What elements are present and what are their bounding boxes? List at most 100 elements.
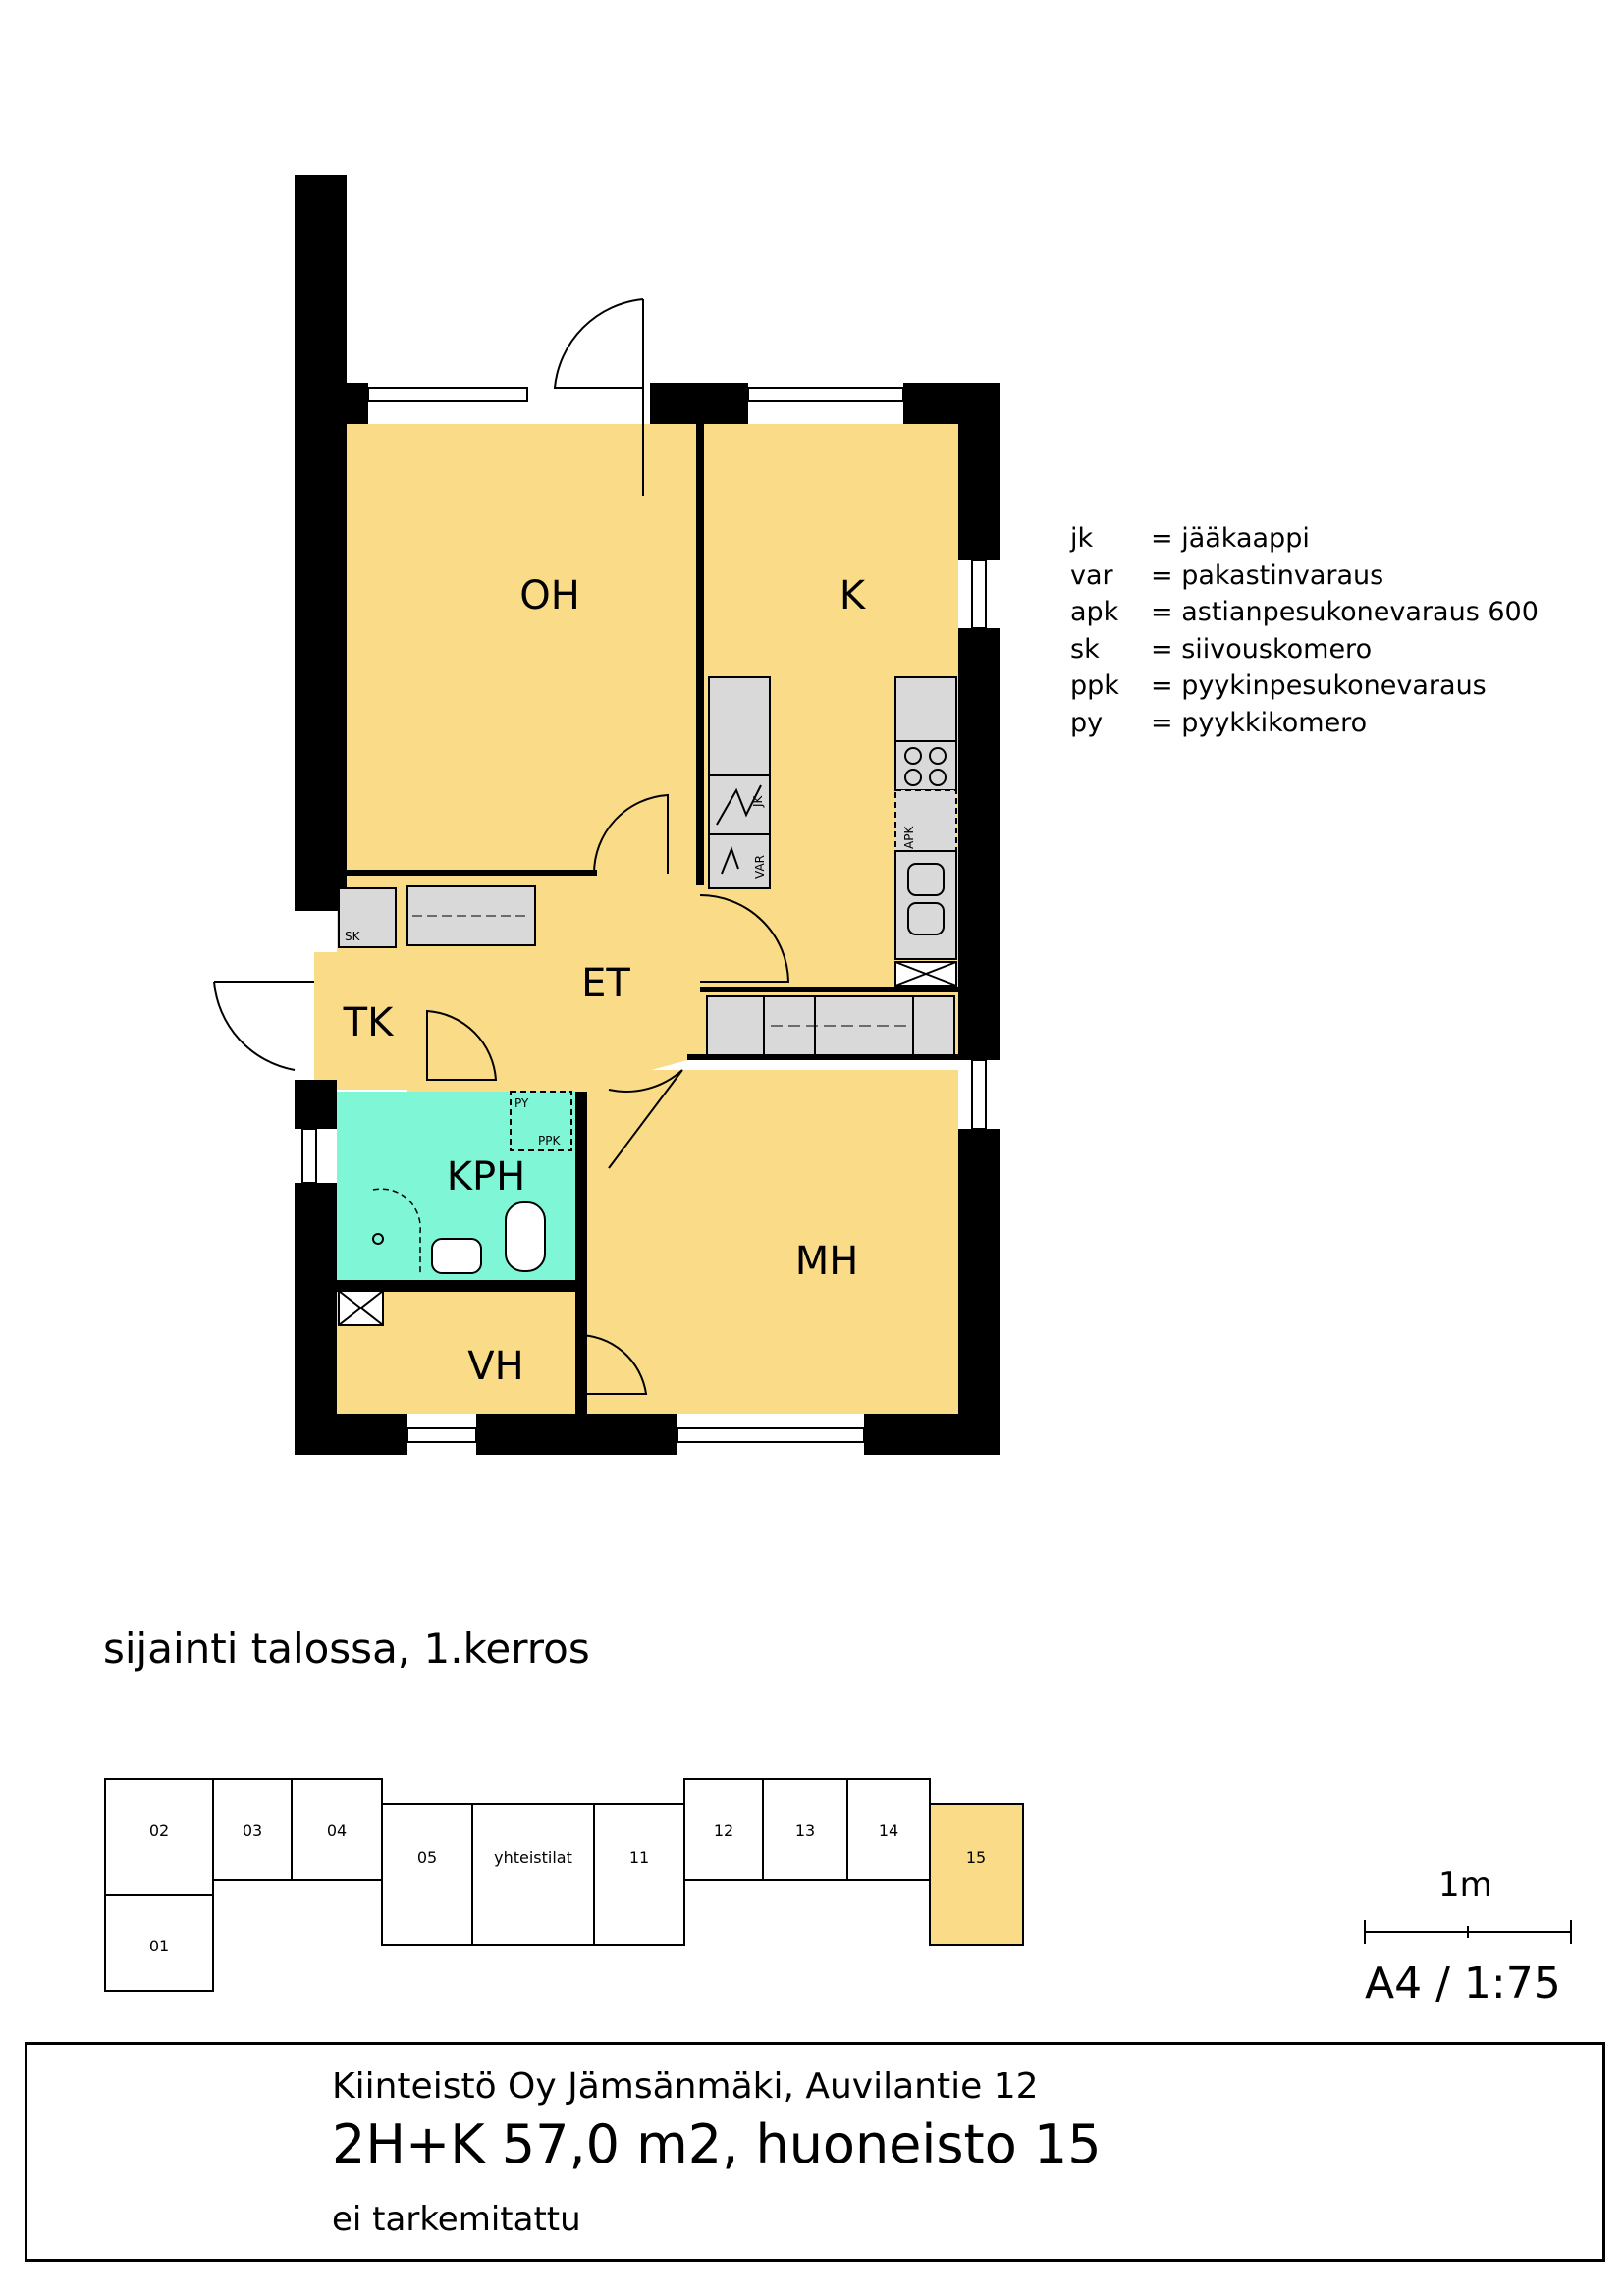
apartment-info: 2H+K 57,0 m2, huoneisto 15 — [332, 2113, 1102, 2175]
window-mh-east — [971, 1059, 987, 1130]
room-label-et: ET — [581, 961, 630, 1006]
fixture-stove — [894, 740, 957, 791]
window-mh-south — [677, 1427, 865, 1443]
unit-05[interactable] — [381, 1803, 473, 1946]
unit-01[interactable] — [104, 1894, 214, 1992]
legend-abbr: apk — [1070, 597, 1119, 627]
walls — [295, 175, 1000, 1455]
unit-label-yhteistilat: yhteistilat — [494, 1848, 572, 1867]
door-k-et[interactable] — [699, 894, 790, 983]
legend-row: apk = astianpesukonevaraus 600 — [1070, 594, 1539, 631]
door-vh[interactable] — [576, 1333, 648, 1395]
property-name: Kiinteistö Oy Jämsänmäki, Auvilantie 12 — [332, 2066, 1039, 2107]
fixtures: SK JK VAR APK PY PPK — [338, 676, 957, 1326]
room-tk-floor[interactable] — [314, 952, 403, 1085]
legend-abbr: jk — [1070, 523, 1094, 554]
unit-14[interactable] — [846, 1778, 931, 1881]
fixture-jk — [708, 774, 771, 835]
door-mh-et[interactable] — [608, 1069, 683, 1169]
wall-kph-east — [575, 1092, 587, 1414]
room-label-oh: OH — [519, 573, 580, 618]
fixture-py — [510, 1091, 572, 1151]
wall-mh-north — [687, 1054, 958, 1060]
wall-south-mid — [476, 1414, 677, 1455]
legend-definition: = astianpesukonevaraus 600 — [1151, 597, 1539, 627]
unit-label-15: 15 — [966, 1848, 986, 1867]
wall-kph-south — [337, 1280, 575, 1292]
window-k-east — [971, 559, 987, 629]
unit-12[interactable] — [683, 1778, 764, 1881]
legend-row: ppk = pyykinpesukonevaraus — [1070, 667, 1539, 705]
unit-label-14: 14 — [879, 1821, 898, 1840]
legend-row: jk = jääkaappi — [1070, 520, 1539, 558]
title-block: Kiinteistö Oy Jämsänmäki, Auvilantie 12 … — [25, 2042, 1605, 2262]
legend-definition: = pakastinvaraus — [1151, 560, 1384, 591]
room-labels: OH K ET TK KPH MH VH — [343, 573, 867, 1389]
unit-label-12: 12 — [714, 1821, 733, 1840]
door-kph[interactable] — [426, 1009, 498, 1081]
unit-label-11: 11 — [629, 1848, 649, 1867]
room-label-vh: VH — [467, 1344, 523, 1389]
fixture-sk — [338, 887, 397, 948]
legend-definition: = siivouskomero — [1151, 633, 1373, 665]
window-k — [747, 387, 904, 402]
unit-13[interactable] — [762, 1778, 848, 1881]
location-map — [104, 1778, 1024, 1992]
door-entrance-oh[interactable] — [553, 298, 644, 496]
legend-abbr: py — [1070, 707, 1104, 738]
legend-row: sk = siivouskomero — [1070, 631, 1539, 668]
fixture-label-var: VAR — [753, 855, 767, 879]
fixture-label-sk: SK — [345, 930, 361, 943]
fixture-counter-left — [708, 676, 771, 776]
legend-abbr: sk — [1070, 633, 1100, 665]
wall-east-bottom — [958, 1129, 1000, 1453]
wall-kitchen-south — [700, 987, 958, 992]
legend-row: var = pakastinvaraus — [1070, 558, 1539, 595]
unit-label-04: 04 — [327, 1821, 347, 1840]
fixture-label-apk: APK — [902, 826, 916, 849]
scale-bar — [1364, 1920, 1572, 1944]
door-oh-et[interactable] — [592, 793, 669, 875]
legend-definition: = pyykkikomero — [1151, 707, 1368, 738]
window-kph-west — [301, 1128, 317, 1184]
fixture-shower — [372, 1188, 421, 1276]
legend-abbr: var — [1070, 560, 1113, 591]
fixture-sink-kitchen — [894, 850, 957, 960]
scale-bar-label: 1m — [1438, 1865, 1492, 1904]
wall-west-bottom — [295, 1183, 337, 1455]
room-label-tk: TK — [343, 1000, 395, 1045]
unit-yhteistilat[interactable] — [471, 1803, 595, 1946]
legend-row: py = pyykkikomero — [1070, 705, 1539, 742]
room-label-mh: MH — [795, 1239, 859, 1284]
fixture-apk — [894, 789, 957, 852]
wall-east-top — [958, 383, 1000, 560]
fixture-label-ppk: PPK — [538, 1134, 561, 1148]
location-map-labels: 02 03 04 05 yhteistilat 11 12 13 14 15 0… — [149, 1821, 986, 1955]
location-heading: sijainti talossa, 1.kerros — [103, 1625, 590, 1673]
wall-west-tall — [295, 175, 347, 911]
unit-11[interactable] — [593, 1803, 685, 1946]
fixture-counter-right — [894, 676, 957, 742]
unit-label-02: 02 — [149, 1821, 169, 1840]
doors — [213, 298, 790, 1395]
fixture-label-jk: JK — [751, 794, 765, 808]
wall-south-right — [864, 1414, 1000, 1455]
window-oh — [367, 387, 528, 402]
wall-north-left — [347, 383, 368, 424]
unit-15[interactable] — [929, 1803, 1024, 1946]
room-oh-floor[interactable] — [337, 424, 700, 874]
legend-abbr: ppk — [1070, 670, 1119, 701]
wall-ohk-partition — [696, 424, 704, 885]
measurement-note: ei tarkemitattu — [332, 2200, 581, 2239]
legend-definition: = pyykinpesukonevaraus — [1151, 670, 1487, 701]
sheet-scale: A4 / 1:75 — [1365, 1958, 1561, 2008]
unit-04[interactable] — [291, 1778, 383, 1881]
wall-west-lower — [295, 1080, 337, 1129]
room-mh-floor[interactable] — [579, 1070, 958, 1414]
wall-east-mid — [958, 628, 1000, 1060]
window-vh-south — [406, 1427, 477, 1443]
unit-label-01: 01 — [149, 1937, 169, 1955]
unit-label-05: 05 — [417, 1848, 437, 1867]
door-tk[interactable] — [213, 981, 314, 1071]
